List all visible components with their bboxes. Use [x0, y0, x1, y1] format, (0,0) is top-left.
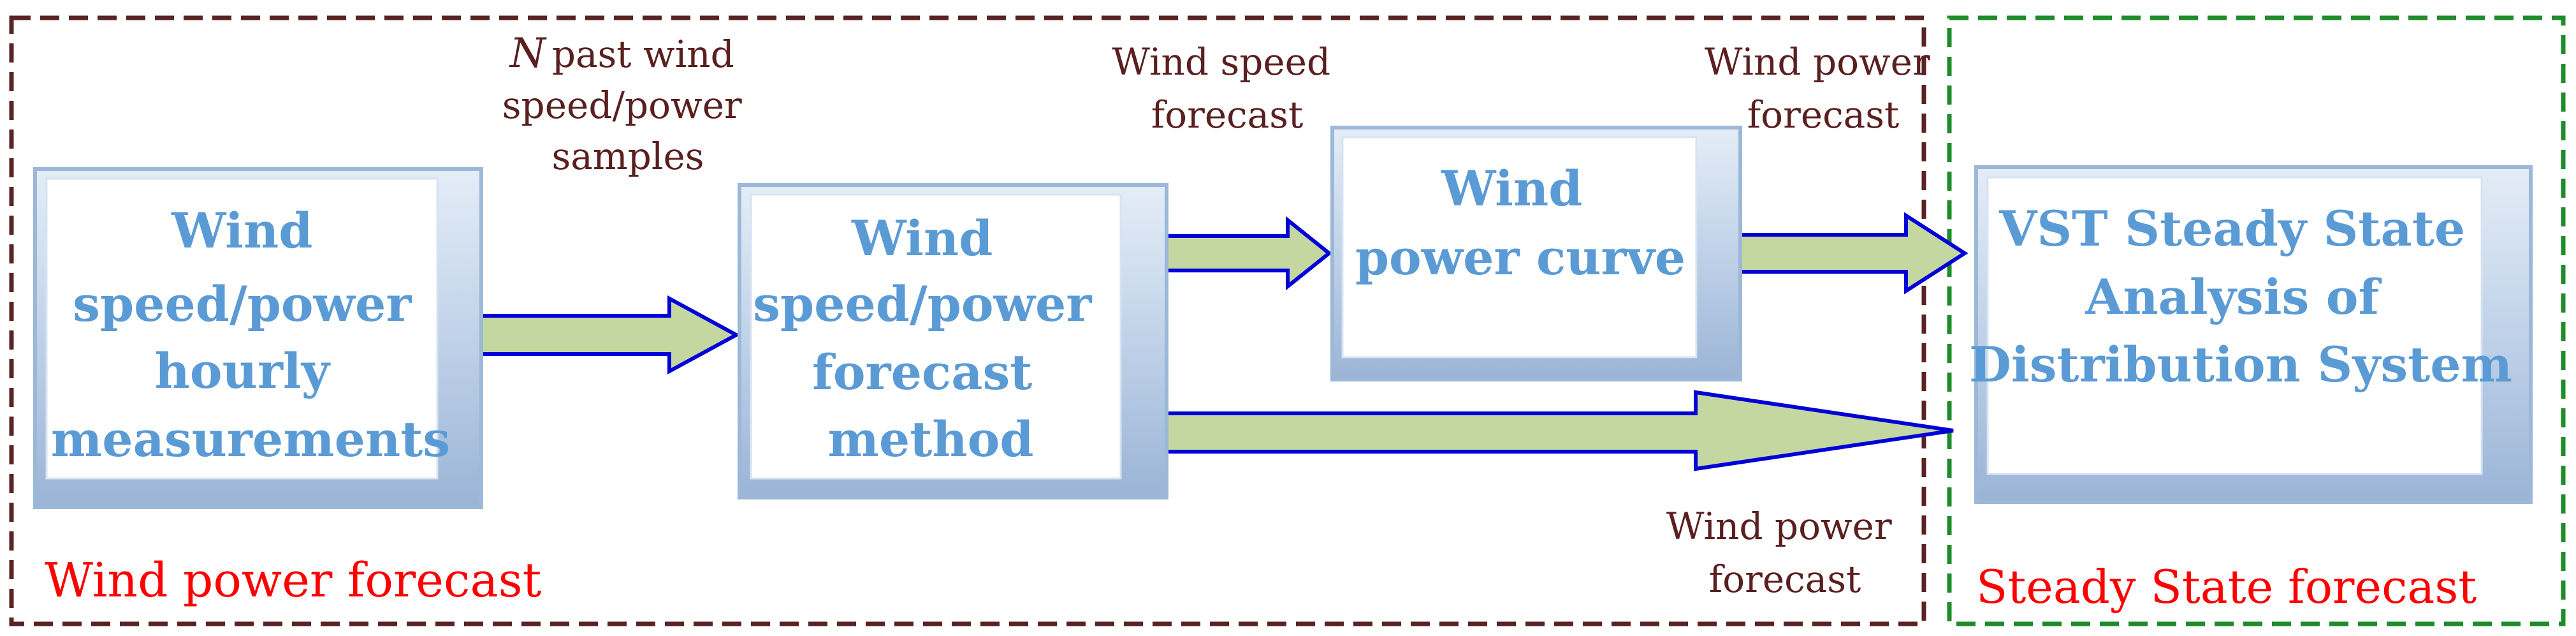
svg-text:Wind power curve: Wind power curve: [1355, 160, 1685, 286]
measurements-box: Wind speed/power hourly measurements: [33, 167, 483, 509]
wind-power-forecast-label: Wind power forecast: [45, 553, 542, 608]
power-curve-box: Wind power curve: [1330, 126, 1742, 381]
forecast-method-line-4: method: [828, 411, 1034, 468]
steady-state-forecast-label: Steady State forecast: [1976, 560, 2477, 614]
samples-line-3: samples: [551, 135, 704, 178]
vst-line-2: Analysis of: [2085, 269, 2382, 325]
power-curve-line-2: power curve: [1355, 229, 1685, 286]
power-forecast-bottom-annotation: Wind power forecast: [1666, 505, 1903, 601]
vst-box: VST Steady State Analysis of Distributio…: [1969, 165, 2533, 504]
speed-forecast-annotation: Wind speed forecast: [1112, 40, 1342, 137]
arrow-method-to-vst: [1165, 390, 1954, 471]
svg-text:VST Steady State Analysi: VST Steady State Analysis of Distributio…: [1969, 200, 2512, 393]
samples-italic-n: N: [509, 30, 547, 77]
power-forecast-bottom-line-1: Wind power: [1666, 505, 1892, 548]
svg-text:Wind speed/power f: Wind speed/power forecast method: [753, 210, 1109, 468]
arrow-measurements-to-method: [475, 295, 741, 375]
samples-line-1: past wind: [552, 33, 734, 76]
measurements-line-3: hourly: [155, 343, 331, 399]
power-forecast-bottom-line-2: forecast: [1709, 558, 1861, 601]
power-curve-line-1: Wind: [1441, 160, 1582, 217]
forecast-method-line-2: speed/power: [753, 276, 1092, 332]
vst-line-1: VST Steady State: [1998, 200, 2465, 257]
samples-line-2: speed/power: [502, 84, 742, 127]
wind-power-forecast-region: [9, 15, 1926, 626]
arrow-method-to-power-curve: [1165, 216, 1332, 291]
measurements-line-1: Wind: [171, 202, 312, 259]
arrow-power-curve-to-vst: [1738, 212, 1968, 295]
vst-line-3: Distribution System: [1969, 336, 2512, 393]
steady-state-forecast-region: [1947, 15, 2566, 626]
forecast-method-line-3: forecast: [812, 344, 1032, 401]
forecast-method-line-1: Wind: [851, 210, 993, 267]
power-forecast-top-annotation: Wind power forecast: [1705, 40, 1942, 137]
power-forecast-top-line-1: Wind power: [1705, 40, 1930, 84]
forecast-method-box: Wind speed/power forecast method: [738, 183, 1168, 499]
svg-text:Wind speed/power h: Wind speed/power hourly measurements: [51, 202, 450, 468]
measurements-line-2: speed/power: [73, 276, 412, 332]
speed-forecast-line-1: Wind speed: [1112, 40, 1330, 84]
power-forecast-top-line-2: forecast: [1747, 93, 1900, 137]
speed-forecast-line-2: forecast: [1151, 93, 1304, 137]
measurements-line-4: measurements: [51, 411, 450, 468]
